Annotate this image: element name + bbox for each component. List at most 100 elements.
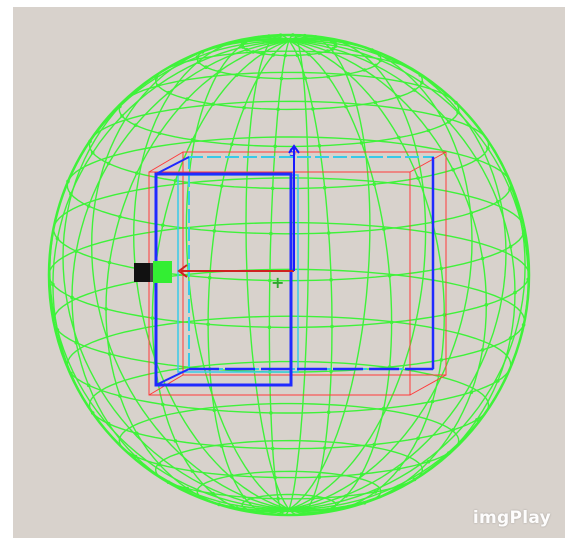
sphere-vertex: [267, 325, 272, 330]
x-axis-arrowhead[interactable]: [177, 264, 188, 278]
pivot-center[interactable]: +: [271, 273, 284, 292]
sphere-vertex: [51, 282, 55, 287]
sphere-vertex: [90, 150, 95, 155]
sphere-vertex: [135, 431, 139, 436]
sphere-vertex: [271, 53, 276, 57]
sphere-vertex: [206, 322, 210, 327]
sphere-vertex: [451, 167, 455, 172]
sphere-vertex: [475, 418, 479, 422]
sphere-vertex: [439, 358, 444, 362]
sphere-vertex: [150, 316, 155, 320]
sphere-vertex: [269, 231, 273, 236]
sphere-vertex: [157, 131, 162, 136]
sphere-vertex: [382, 227, 386, 231]
sphere-vertex: [251, 50, 256, 54]
sphere-vertex: [344, 104, 348, 109]
sphere-vertex: [244, 47, 249, 52]
sphere-vertex: [426, 459, 431, 464]
sphere-vertex: [279, 76, 284, 81]
sphere-vertex: [382, 406, 386, 411]
sphere-meridian: [288, 36, 427, 510]
sphere-vertex: [508, 336, 513, 340]
sphere-vertex: [508, 187, 512, 192]
y-axis-label: S: [289, 146, 296, 159]
sphere-vertex: [230, 142, 234, 147]
sphere-vertex: [295, 53, 300, 58]
sphere-vertex: [185, 97, 190, 101]
sphere-vertex: [242, 495, 246, 499]
sphere-vertex: [344, 494, 348, 498]
sphere-vertex: [190, 138, 195, 142]
sphere-vertex: [326, 410, 331, 415]
sphere-vertex: [212, 229, 217, 233]
sphere-vertex: [416, 436, 420, 441]
sphere-vertex: [359, 141, 364, 145]
sphere-vertex: [317, 144, 322, 148]
sphere-vertex: [317, 475, 322, 479]
scene-canvas[interactable]: S +: [13, 7, 565, 538]
sphere-latitude-ring: [52, 268, 526, 373]
sphere-vertex: [513, 290, 517, 295]
sphere-vertex: [326, 231, 331, 235]
sphere-vertex: [118, 214, 122, 219]
sphere-vertex: [447, 120, 451, 124]
sphere-vertex: [283, 53, 288, 58]
sphere-vertex: [451, 428, 455, 432]
transform-gizmo[interactable]: S +: [177, 144, 300, 292]
handle-outer[interactable]: [134, 263, 153, 282]
sphere-vertex: [270, 186, 275, 191]
sphere-vertex: [373, 490, 378, 494]
drag-handle[interactable]: [134, 261, 172, 283]
sphere-vertex: [230, 473, 234, 478]
sphere-vertex: [311, 107, 315, 111]
sphere-vertex: [508, 244, 513, 249]
sphere-vertex: [331, 46, 335, 51]
sphere-vertex: [412, 88, 417, 92]
sphere-vertex: [156, 83, 160, 88]
sphere-vertex: [118, 394, 122, 398]
sphere-vertex: [273, 475, 277, 480]
sphere-vertex: [86, 204, 91, 208]
sphere-vertex: [173, 439, 178, 443]
sphere-vertex: [107, 352, 112, 356]
sphere-vertex: [86, 383, 91, 388]
sphere-vertex: [106, 161, 111, 166]
sphere-vertex: [480, 256, 485, 261]
sphere-vertex: [496, 199, 500, 204]
sphere-vertex: [486, 146, 490, 151]
sphere-vertex: [326, 74, 331, 79]
y-axis-arrowhead[interactable]: [288, 144, 300, 154]
wireframe-sphere[interactable]: [47, 33, 531, 517]
handle-inner[interactable]: [153, 261, 172, 283]
box-front-face: [154, 172, 293, 387]
sphere-vertex: [74, 249, 78, 254]
sphere-vertex: [107, 260, 112, 265]
3d-viewport[interactable]: S + imgPlay: [13, 7, 565, 538]
sphere-vertex: [217, 69, 221, 74]
sphere-vertex: [439, 266, 444, 271]
sphere-vertex: [396, 95, 401, 99]
bounds-edge: [148, 151, 184, 173]
sphere-meridian: [288, 40, 529, 510]
sphere-vertex: [475, 157, 479, 162]
sphere-vertex: [173, 178, 178, 183]
sphere-vertex: [329, 369, 333, 374]
sphere-vertex: [397, 135, 401, 140]
sphere-vertex: [373, 100, 378, 105]
sphere-vertex: [372, 182, 377, 186]
sphere-meridian: [288, 39, 526, 510]
sphere-vertex: [333, 41, 337, 46]
sphere-vertex: [190, 469, 195, 473]
bounds-edge: [409, 151, 447, 173]
sphere-vertex: [166, 90, 171, 95]
box-edge: [155, 368, 190, 386]
sphere-vertex: [273, 144, 277, 149]
sphere-meridian: [288, 34, 310, 510]
sphere-vertex: [196, 60, 201, 64]
sphere-vertex: [322, 185, 327, 190]
sphere-vertex: [185, 486, 190, 491]
sphere-vertex: [329, 278, 333, 282]
sphere-vertex: [195, 55, 200, 59]
selected-box-object[interactable]: [154, 156, 435, 387]
sphere-vertex: [133, 123, 138, 127]
